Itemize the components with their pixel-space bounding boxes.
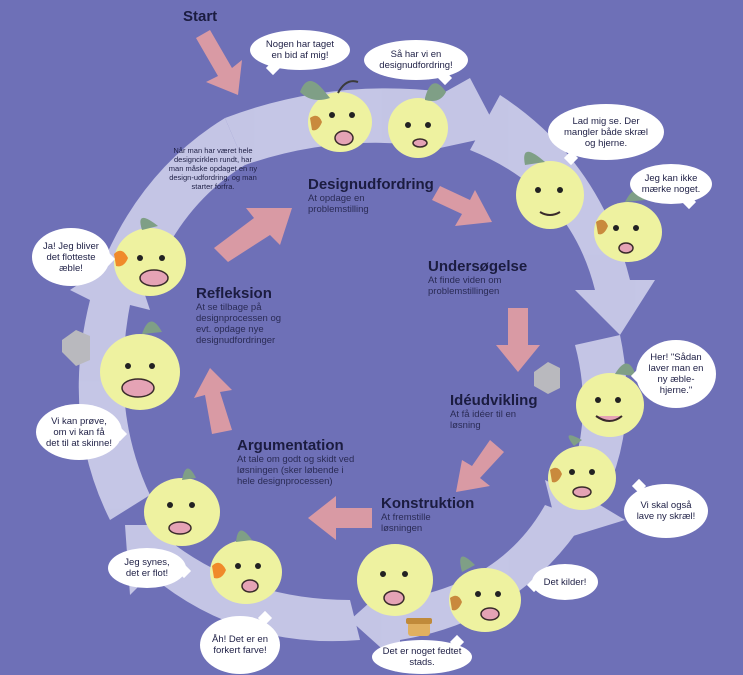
apple-wrong-color-icon [210, 530, 282, 604]
apple-angry-icon [388, 83, 448, 158]
inner-arrows [194, 186, 540, 540]
stage-title: Designudfordring [308, 176, 434, 193]
speech-bubble-numb: Jeg kan ikke mærke noget. [630, 164, 712, 204]
stage-description: At opdage en problemstilling [308, 193, 369, 215]
stage-title: Argumentation [237, 437, 344, 454]
speech-bubble-looks-good: Jeg synes, det er flot! [108, 548, 186, 588]
stage-undersogelse: Undersøgelse At finde viden om problemst… [428, 258, 527, 297]
grey-arrowhead-left [62, 330, 90, 366]
jar-icon [406, 618, 432, 636]
stage-argumentation: Argumentation At tale om godt og skidt v… [237, 437, 362, 487]
start-arrow [196, 30, 242, 95]
arrow-ideudvikling-konstruktion [456, 440, 504, 492]
speech-bubble-prettiest: Ja! Jeg bliver det flotteste æble! [32, 228, 110, 286]
speech-bubble-greasy: Det er noget fedtet stads. [372, 640, 472, 674]
arrow-argumentation-refleksion [194, 368, 232, 434]
stage-title: Undersøgelse [428, 258, 528, 275]
speech-bubble-recipe: Her! "Sådan laver man en ny æble-hjerne.… [636, 340, 716, 408]
arrow-undersogelse-ideudvikling [496, 308, 540, 372]
apple-proud-icon [114, 217, 186, 296]
apple-bitten-icon [300, 80, 372, 152]
cycle-note: Når man har været hele designcirklen run… [168, 146, 258, 191]
speech-bubble-look: Lad mig se. Der mangler både skræl og hj… [548, 104, 664, 160]
stage-description: At få idéer til en løsning [450, 409, 517, 431]
speech-bubble-shine: Vi kan prøve, om vi kan få det til at sk… [36, 404, 122, 460]
stage-ideudvikling: Idéudvikling At få idéer til en løsning [450, 392, 538, 431]
start-label: Start [183, 8, 218, 25]
apple-numb-icon [594, 190, 662, 262]
stage-refleksion: Refleksion At se tilbage på designproces… [196, 285, 284, 346]
apple-inspector-icon [516, 151, 584, 229]
stage-description: At tale om godt og skidt ved løsningen (… [237, 454, 355, 487]
arrow-refleksion-designudfordring [214, 208, 292, 262]
apple-shiny-icon [100, 321, 180, 410]
apple-ticklish-icon [449, 556, 521, 632]
arrow-konstruktion-argumentation [308, 496, 372, 540]
stage-title: Idéudvikling [450, 392, 538, 409]
grey-arrowhead-right [534, 362, 560, 394]
stage-description: At finde viden om problemstillingen [428, 275, 502, 297]
speech-bubble-bitten: Nogen har taget en bid af mig! [250, 30, 350, 70]
speech-bubble-challenge: Så har vi en designudfordring! [364, 40, 468, 80]
apple-argue-one-icon [144, 468, 220, 546]
apple-planner-icon [548, 435, 616, 510]
speech-bubble-tickles: Det kilder! [532, 564, 598, 600]
stage-title: Konstruktion [381, 495, 475, 512]
stage-konstruktion: Konstruktion At fremstille løsningen [381, 495, 474, 534]
apple-characters [100, 80, 662, 636]
arrow-designudfordring-undersogelse [432, 186, 492, 226]
apple-reader-icon [576, 363, 644, 437]
stage-designudfordring: Designudfordring At opdage en problemsti… [308, 176, 434, 215]
speech-bubble-wrong-color: Åh! Det er en forkert farve! [200, 616, 280, 674]
stage-description: At se tilbage på designprocessen og evt.… [196, 302, 282, 346]
stage-title: Refleksion [196, 285, 272, 302]
stage-description: At fremstille løsningen [381, 512, 431, 534]
speech-bubble-skin: Vi skal også lave ny skræl! [624, 484, 708, 538]
apple-builder-icon [357, 544, 433, 616]
